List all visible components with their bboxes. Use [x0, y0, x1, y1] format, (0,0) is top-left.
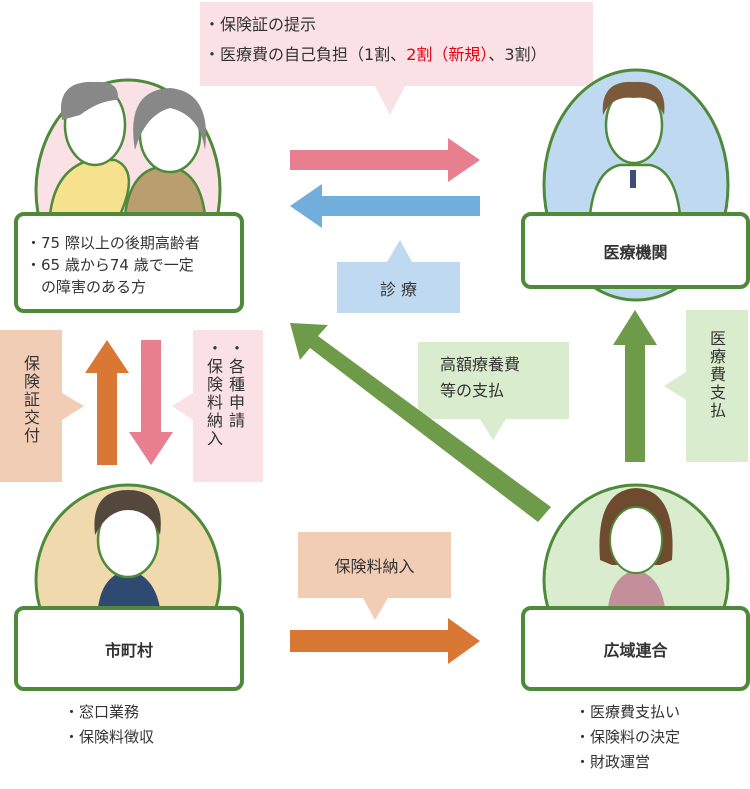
- municipality-label: 市町村: [104, 640, 153, 660]
- callout-text: 、3割）: [488, 45, 547, 64]
- hospital-label: 医療機関: [603, 242, 668, 262]
- arrow-left-blue: [290, 184, 480, 228]
- top-callout-bg: [200, 2, 593, 115]
- arrow-up-green: [613, 310, 657, 462]
- premium-payment-callout: 保険料納入: [298, 532, 451, 598]
- arrow-up-orange: [85, 340, 129, 465]
- hospital-box: 医療機関: [521, 212, 750, 289]
- duty-item: ・医療費支払い: [575, 703, 681, 721]
- union-duties: ・医療費支払い ・保険料の決定 ・財政運営: [575, 700, 680, 775]
- shinryo-label: 診 療: [379, 279, 418, 299]
- premium-payment-label: 保険料納入: [334, 557, 415, 576]
- high-cost-line: 等の支払: [440, 381, 505, 400]
- arrow-right-orange: [290, 618, 480, 664]
- callout-text: ・医療費の自己負担（1割、: [204, 45, 407, 64]
- duty-item: ・財政運営: [575, 753, 651, 771]
- shinryo-callout-bg: [337, 240, 460, 313]
- arrow-diagonal-green: [290, 323, 551, 522]
- insured-box: ・75 際以上の後期高齢者 ・65 歳から74 歳で一定 の障害のある方: [14, 212, 244, 313]
- application-item: ・各種申請: [226, 340, 245, 430]
- insured-line: ・65 歳から74 歳で一定: [26, 256, 194, 274]
- union-label: 広域連合: [603, 640, 668, 660]
- card-issue-bg: [0, 330, 84, 482]
- card-issue-callout: 保険証交付: [21, 355, 40, 445]
- callout-highlight: 2割（新規）: [406, 45, 489, 64]
- municipality-box: 市町村: [14, 606, 244, 691]
- duty-item: ・保険料徴収: [64, 728, 155, 746]
- medical-payment-bg: [664, 310, 748, 462]
- top-callout: ・保険証の提示 ・医療費の自己負担（1割、2割（新規）、3割）: [204, 10, 547, 70]
- high-cost-callout: 高額療養費 等の支払: [440, 352, 520, 404]
- callout-line-1: ・保険証の提示: [204, 15, 317, 34]
- high-cost-bg: [418, 342, 569, 440]
- application-item: ・保険料納入: [204, 340, 223, 448]
- municipality-duties: ・窓口業務 ・保険料徴収: [64, 700, 154, 750]
- union-box: 広域連合: [521, 606, 750, 691]
- medical-payment-callout: 医療費支払: [707, 330, 726, 420]
- premium-payment-bg: [298, 532, 451, 620]
- duty-item: ・保険料の決定: [575, 728, 681, 746]
- applications-callout: ・各種申請 ・保険料納入: [202, 340, 246, 448]
- arrow-down-pink: [129, 340, 173, 465]
- high-cost-line: 高額療養費: [440, 355, 521, 374]
- callout-line-2: ・医療費の自己負担（1割、2割（新規）、3割）: [204, 40, 547, 70]
- duty-item: ・窓口業務: [64, 703, 140, 721]
- insured-line: ・75 際以上の後期高齢者: [26, 234, 200, 252]
- arrow-right-pink: [290, 138, 480, 182]
- insured-line: の障害のある方: [26, 278, 147, 296]
- applications-bg: [172, 330, 263, 482]
- shinryo-callout: 診 療: [337, 262, 460, 313]
